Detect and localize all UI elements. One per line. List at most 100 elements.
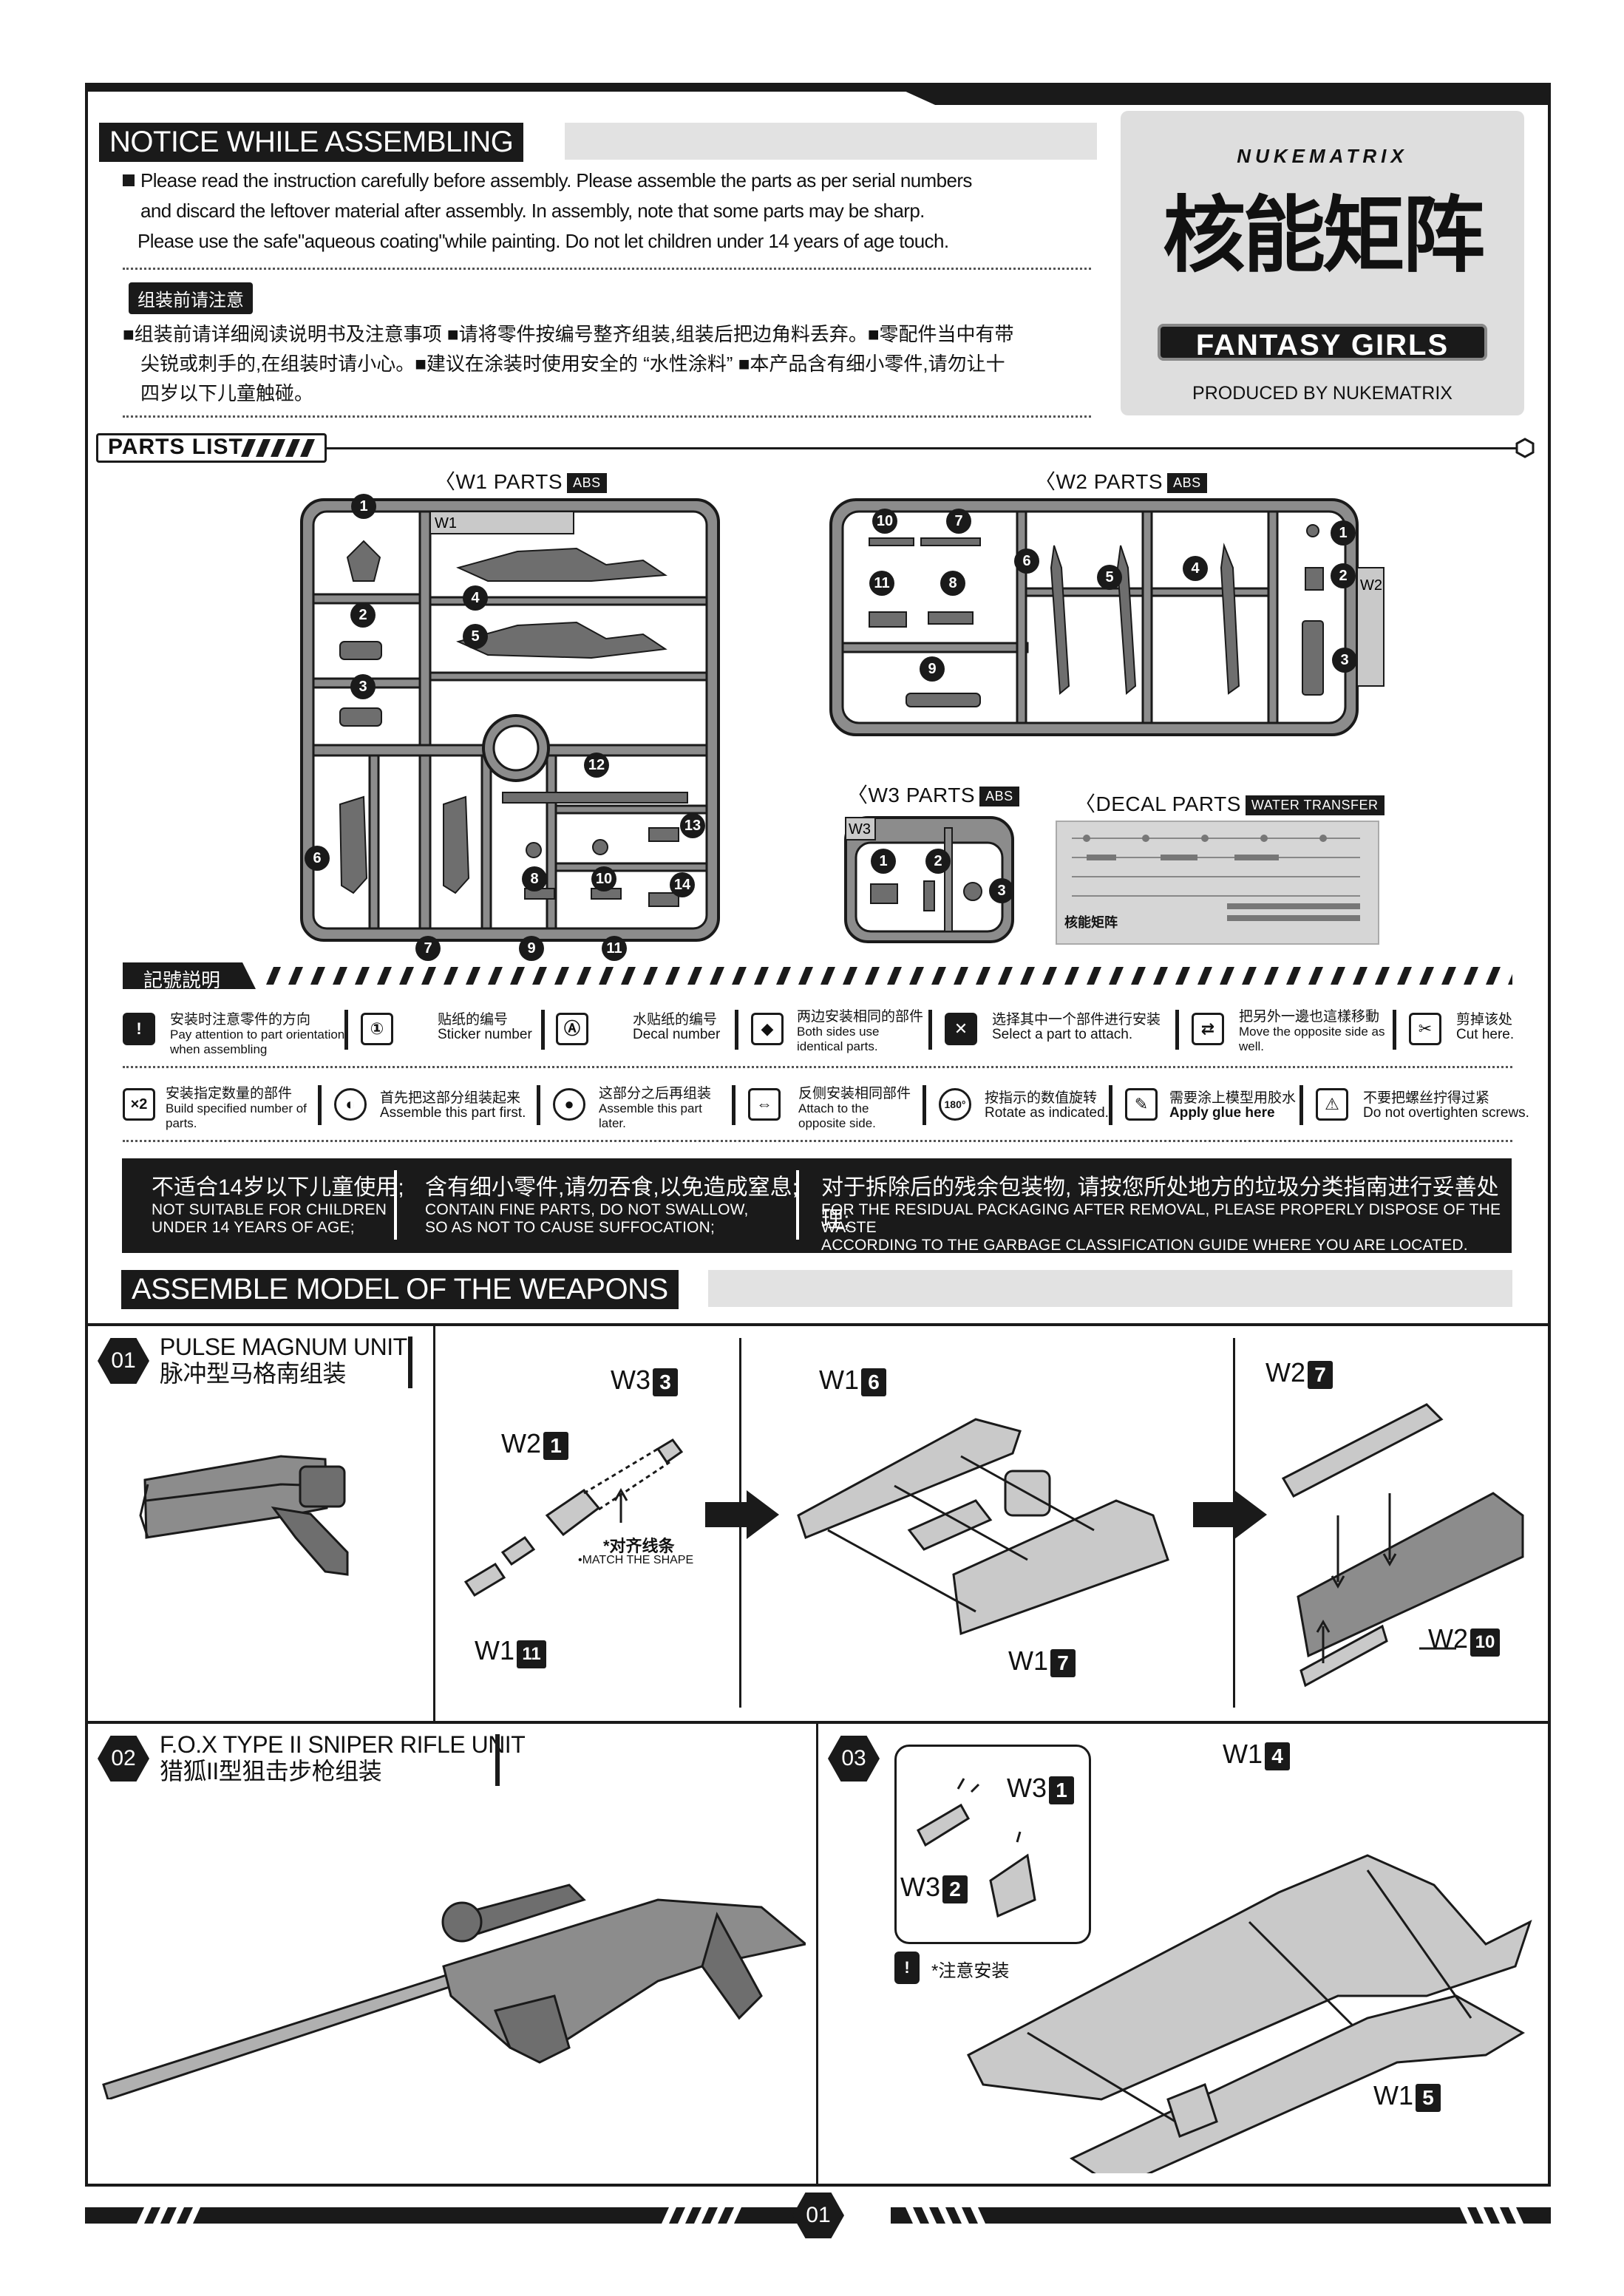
w2-part-6: 6 (1014, 548, 1039, 574)
brand-cn-logo: 核能矩阵 (1163, 188, 1485, 284)
w1-part-4: 4 (463, 585, 488, 611)
w2-part-1: 1 (1331, 520, 1356, 546)
align-cn: *对齐线条 (603, 1537, 675, 1555)
bullet-square (123, 174, 135, 186)
assemble-first-icon: ◐ (334, 1088, 367, 1121)
assemble-title-bar (708, 1270, 1512, 1307)
w3-part-2: 2 (925, 849, 951, 874)
w3-sprue-diagram: W3 (844, 816, 1014, 943)
divider (123, 415, 1091, 418)
step-01-badge: 01 (98, 1338, 149, 1384)
move-opposite-icon: ⇄ (1192, 1013, 1224, 1045)
decal-icon: Ⓐ (556, 1013, 588, 1045)
w2-part-11: 11 (869, 571, 894, 596)
parts-list-rule (327, 447, 1520, 449)
both-sides-icon: ◆ (751, 1013, 784, 1045)
notice-en-line3: Please use the safe"aqueous coating"whil… (137, 230, 949, 252)
w1-part-12: 12 (584, 753, 609, 778)
w3-part-3: 3 (989, 878, 1014, 903)
separator (1175, 1010, 1179, 1050)
divider (123, 268, 1091, 270)
brand-en-logo: NUKEMATRIX (1237, 145, 1408, 167)
warning-icon: ! (123, 1013, 155, 1045)
w2-part-5: 5 (1097, 565, 1122, 590)
warning-cn-1: 不适合14岁以下儿童使用; (152, 1175, 404, 1200)
decal-brand: 核能矩阵 (1064, 915, 1118, 930)
w1-part-8: 8 (522, 866, 547, 891)
assemble-later-icon: ● (553, 1088, 585, 1121)
step03-subassembly-box (894, 1745, 1091, 1944)
w2-part-2: 2 (1331, 563, 1356, 588)
w1-part-2: 2 (350, 602, 376, 628)
assemble-title: ASSEMBLE MODEL OF THE WEAPONS (121, 1270, 679, 1309)
divider (123, 1140, 1512, 1142)
count-icon: ×2 (123, 1088, 155, 1121)
w3-part-1: 1 (871, 849, 896, 874)
screw-icon: ⚠ (1316, 1088, 1348, 1121)
glue-icon: ✎ (1125, 1088, 1158, 1121)
notice-cn-line2: 尖锐或刺手的,在组装时请小心。■建议在涂装时使用安全的 “水性涂料” ■本产品含… (140, 353, 1005, 375)
step01-part-illustration (463, 1439, 684, 1597)
w2-sprue-diagram: W2 (829, 498, 1385, 736)
decal-marks (1072, 835, 1360, 921)
w3-tag-text: W3 (849, 821, 871, 838)
separator (1109, 1085, 1112, 1125)
w2-part-10: 10 (872, 509, 897, 534)
separator (344, 1010, 348, 1050)
step03-frame-illustration (967, 1854, 1532, 2173)
separator (732, 1085, 735, 1125)
warning-en-2: CONTAIN FINE PARTS, DO NOT SWALLOW,SO AS… (425, 1201, 749, 1236)
w1-part-1: 1 (351, 494, 376, 519)
select-part-icon: ✕ (945, 1013, 977, 1045)
separator (735, 1010, 738, 1050)
notice-cn-line3: 四岁以下儿童触碰。 (140, 382, 314, 404)
separator (537, 1085, 540, 1125)
separator (923, 1085, 926, 1125)
warning-cn-3: 对于拆除后的残余包装物, 请按您所处地方的垃圾分类指南进行妥善处理; (821, 1175, 1499, 1232)
caution-cn: *注意安装 (931, 1961, 1010, 1981)
hex-end-icon (1515, 438, 1535, 458)
notice-cn-line1: ■组装前请详细阅读说明书及注意事项 ■请将零件按编号整齐组装,组装后把边角料丢弃… (123, 323, 1014, 345)
arrow-right-icon (705, 1490, 779, 1539)
w2-part-9: 9 (920, 656, 945, 682)
w1-part-10: 10 (591, 866, 616, 891)
w1-part-5: 5 (463, 624, 488, 649)
notice-title-bar (565, 123, 1097, 160)
divider (123, 1066, 1512, 1068)
arrow-right-icon (1193, 1490, 1267, 1539)
brand-series: FANTASY GIRLS (1158, 324, 1487, 361)
warning-en-3: FOR THE RESIDUAL PACKAGING AFTER REMOVAL… (821, 1201, 1501, 1254)
align-en: •MATCH THE SHAPE (578, 1554, 694, 1566)
brand-produced: PRODUCED BY NUKEMATRIX (1192, 383, 1453, 404)
page-frame (85, 87, 1551, 2187)
separator (541, 1010, 545, 1050)
decal-sheet: 核能矩阵 (1056, 821, 1379, 945)
separator (1299, 1085, 1303, 1125)
w2-part-4: 4 (1183, 556, 1208, 581)
sniper-rifle-illustration (102, 1884, 806, 2099)
separator (1393, 1010, 1396, 1050)
page-number: 01 (792, 2193, 844, 2238)
sticker-icon: ① (361, 1013, 393, 1045)
